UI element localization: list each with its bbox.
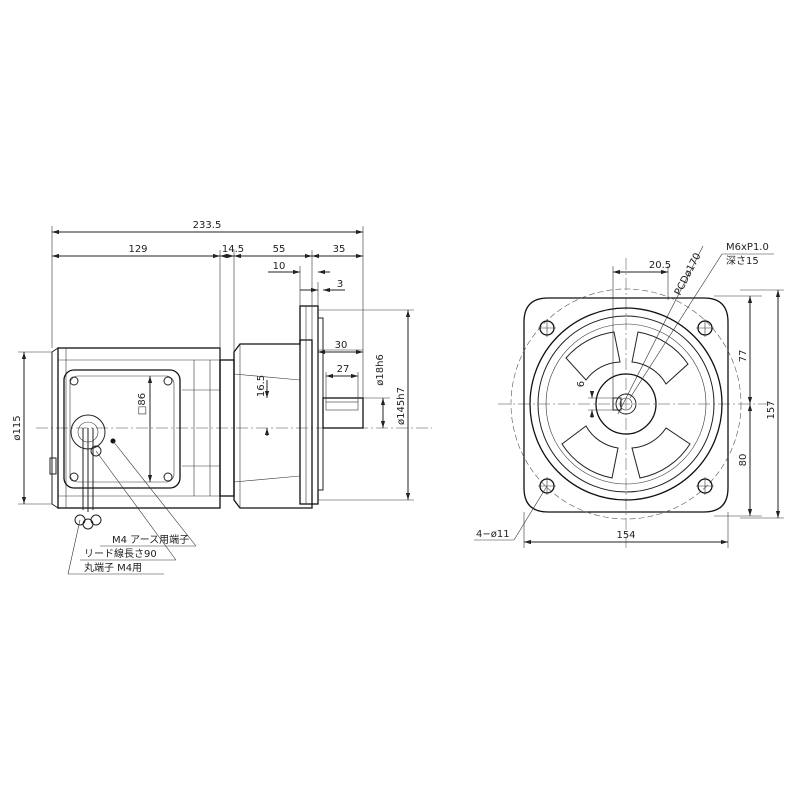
dim-gearhead-length: 55 xyxy=(273,244,286,255)
note-tap-depth: 深さ15 xyxy=(726,255,759,267)
note-holes: 4−ø11 xyxy=(476,529,510,540)
dim-shaft-length: 35 xyxy=(333,244,346,255)
dim-pilot-diameter: ø145h7 xyxy=(396,387,407,425)
note-lead-length: リード線長さ90 xyxy=(84,547,157,560)
flange-inner-ring xyxy=(537,315,715,493)
web-slot xyxy=(565,331,621,381)
dim-lower-height: 80 xyxy=(738,454,749,467)
front-dimensions: M6xP1.0 深さ15 PCDø170 20.5 6 77 80 157 15… xyxy=(474,242,784,548)
earth-screw xyxy=(90,445,102,457)
hub xyxy=(595,373,657,435)
flange-pilot xyxy=(317,317,324,491)
side-view xyxy=(36,305,432,530)
dim-shaft-diameter: ø18h6 xyxy=(375,354,386,386)
side-connector xyxy=(49,457,57,475)
lead-wires xyxy=(82,428,94,512)
side-dimensions: 233.5 129 14.5 55 35 10 3 30 27 16.5 □ xyxy=(12,220,414,575)
flange-outer-ring xyxy=(529,307,723,501)
terminal-box xyxy=(63,369,181,489)
shaft-key xyxy=(325,401,359,411)
gearhead-flange xyxy=(299,305,319,505)
dim-shaft-height: 16.5 xyxy=(256,375,267,397)
dim-upper-height: 77 xyxy=(738,350,749,363)
note-earth-terminal: M4 アース用端子 xyxy=(112,533,189,546)
dim-key-width: 6 xyxy=(576,381,587,387)
key-slot xyxy=(612,397,622,411)
dim-width: 154 xyxy=(616,530,635,541)
output-shaft xyxy=(322,397,364,429)
web-slot xyxy=(631,331,689,385)
dim-shaft-30: 30 xyxy=(335,340,348,351)
note-tap-spec: M6xP1.0 xyxy=(726,242,769,253)
terminal-box-screw xyxy=(69,472,79,482)
web-slot xyxy=(561,425,619,479)
dim-key-offset: 20.5 xyxy=(649,260,671,271)
ring-terminal xyxy=(90,514,102,526)
front-view xyxy=(498,258,770,548)
pcd-circle xyxy=(510,288,742,520)
dim-adapter-length: 14.5 xyxy=(222,244,244,255)
shaft-end xyxy=(615,393,637,415)
dim-total-height: 157 xyxy=(766,400,777,419)
dim-motor-length: 129 xyxy=(128,244,147,255)
gearhead-body xyxy=(233,339,313,509)
flange-outline xyxy=(523,297,729,513)
terminal-box-screw xyxy=(163,472,173,482)
dim-pilot-depth: 3 xyxy=(337,279,343,290)
web-slot xyxy=(631,427,691,479)
dim-key-length: 27 xyxy=(337,364,350,375)
terminal-box-screw xyxy=(69,376,79,386)
dim-overall-length: 233.5 xyxy=(193,220,222,231)
note-ring-terminal: 丸端子 M4用 xyxy=(84,561,142,574)
dim-motor-diameter: ø115 xyxy=(12,415,23,440)
terminal-box-screw xyxy=(163,376,173,386)
dim-terminal-box: □86 xyxy=(137,393,148,415)
dim-flange-offset: 10 xyxy=(273,261,286,272)
